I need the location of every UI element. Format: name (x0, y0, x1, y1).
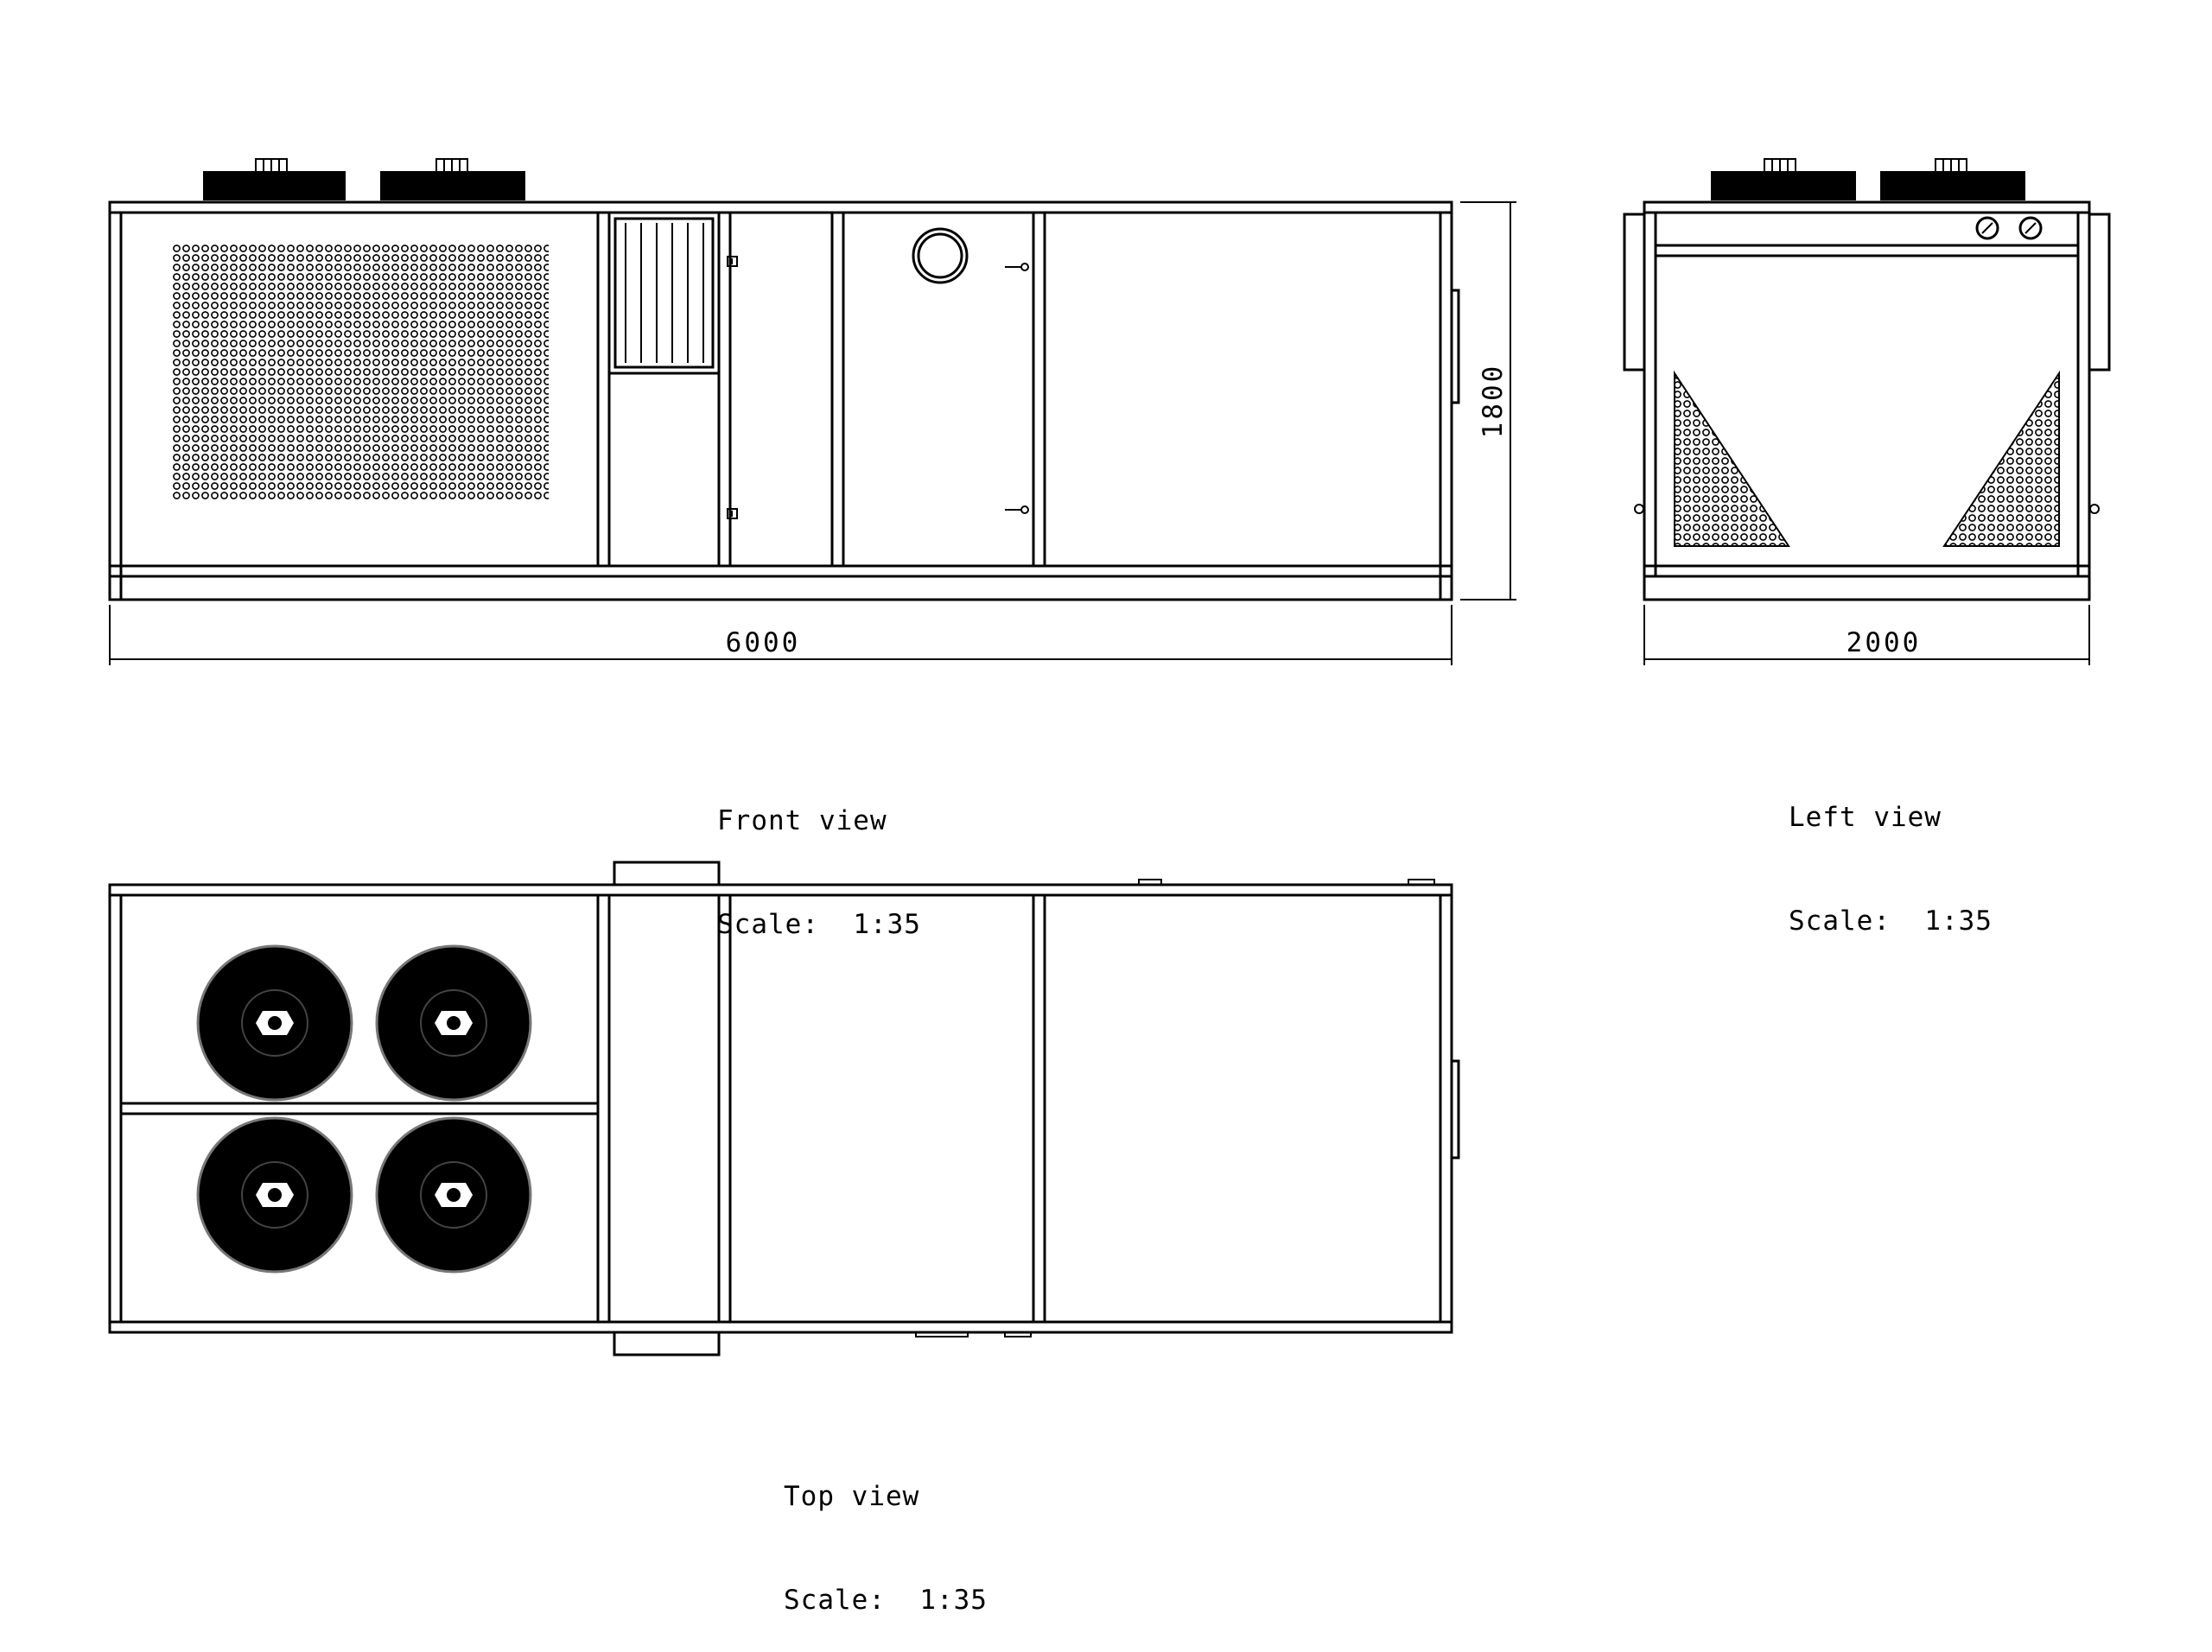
top-view-label: Top view Scale: 1:35 (784, 1410, 988, 1652)
left-view-label: Left view Scale: 1:35 (1789, 731, 1993, 973)
top-view-scale-value: 1:35 (919, 1585, 988, 1616)
front-grille (172, 244, 549, 500)
top-fan-3 (196, 1116, 353, 1274)
left-view-scale-value: 1:35 (1924, 905, 1993, 937)
left-fan-left (1711, 158, 1856, 200)
front-fan-right (380, 158, 525, 200)
dimension-height-text: 1800 (1478, 364, 1509, 439)
front-panels (596, 211, 1046, 566)
top-view-scale-label: Scale: (784, 1585, 886, 1616)
left-grille-right (1942, 370, 2060, 547)
left-grille-left (1674, 370, 1790, 547)
left-view-scale: Scale: 1:35 (1789, 904, 1993, 938)
front-view-title: Front view (717, 805, 887, 836)
left-view: 2000 (1623, 158, 2111, 665)
front-view: 6000 1800 (108, 158, 1516, 665)
front-view-scale-value: 1:35 (853, 909, 921, 940)
top-fan-2 (375, 944, 532, 1102)
top-fan-4 (375, 1116, 532, 1274)
technical-drawing: 6000 1800 (108, 158, 2111, 1357)
dimension-height: 1800 (1460, 201, 1516, 600)
left-view-scale-label: Scale: (1789, 905, 1891, 937)
top-view-scale: Scale: 1:35 (784, 1583, 988, 1617)
front-view-scale-label: Scale: (717, 909, 819, 940)
front-fan-left (203, 158, 346, 200)
top-fan-1 (196, 944, 353, 1102)
dimension-length: 6000 (109, 605, 1452, 665)
top-view-title: Top view (784, 1481, 920, 1512)
dimension-width-text: 2000 (1847, 627, 1922, 658)
front-view-scale: Scale: 1:35 (717, 907, 921, 942)
top-view (108, 861, 1460, 1357)
left-view-title: Left view (1789, 802, 1942, 833)
dimension-width: 2000 (1643, 605, 2090, 665)
front-view-label: Front view Scale: 1:35 (717, 734, 921, 976)
left-fan-right (1880, 158, 2025, 200)
left-housing (1643, 200, 2091, 601)
dimension-length-text: 6000 (726, 627, 801, 658)
